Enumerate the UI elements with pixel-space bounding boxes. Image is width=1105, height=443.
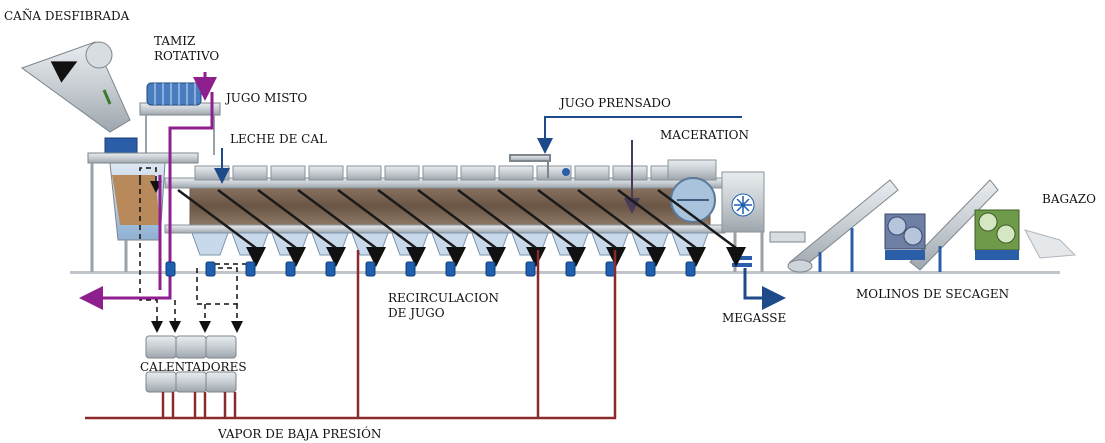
- diffuser-hood: [385, 166, 419, 180]
- diffuser-hood: [613, 166, 647, 180]
- pump-icon: [526, 262, 535, 276]
- label-screen-line2: ROTATIVO: [154, 49, 219, 63]
- diffuser-hood: [271, 166, 305, 180]
- label-recirc-line1: RECIRCULACION: [388, 291, 499, 305]
- diffuser-hood: [195, 166, 229, 180]
- pump-icon: [486, 262, 495, 276]
- label-mills: MOLINOS DE SECAGEN: [856, 287, 1009, 301]
- pump-icon: [566, 262, 575, 276]
- label-maceration: MACERATION: [660, 128, 749, 142]
- dewatering-mills: [770, 180, 1075, 272]
- label-cane: CAÑA DESFIBRADA: [4, 8, 130, 23]
- diffuser-body: [165, 178, 725, 233]
- label-milk-of-lime: LECHE DE CAL: [230, 132, 327, 146]
- label-megasse: MEGASSE: [722, 311, 786, 325]
- label-pressed-juice: JUGO PRENSADO: [558, 96, 671, 110]
- diffuser-hood: [309, 166, 343, 180]
- pump-icon: [366, 262, 375, 276]
- pump-icon: [686, 262, 695, 276]
- diffuser-hood: [461, 166, 495, 180]
- cane-feed-conveyor: [22, 42, 137, 156]
- heater-shell-lower: [176, 372, 206, 392]
- diffuser-hood: [347, 166, 381, 180]
- pump-icon: [606, 262, 615, 276]
- juice-hopper: [192, 233, 228, 255]
- pump-icon: [646, 262, 655, 276]
- label-heaters: CALENTADORES: [140, 360, 247, 374]
- pump-icon: [166, 262, 175, 276]
- heater-shell-lower: [206, 372, 236, 392]
- pump-icon: [246, 262, 255, 276]
- heater-shell-lower: [146, 372, 176, 392]
- ground-line: [70, 271, 1060, 274]
- rotary-screen: [140, 83, 220, 155]
- label-mixed-juice: JUGO MISTO: [224, 91, 307, 105]
- pump-icon: [446, 262, 455, 276]
- low-pressure-steam-lines: [85, 250, 615, 418]
- pump-icon: [206, 262, 215, 276]
- feed-hopper: [88, 153, 198, 272]
- heater-shell: [206, 336, 236, 358]
- pump-icon: [326, 262, 335, 276]
- heater-shell: [146, 336, 176, 358]
- pump-icon: [286, 262, 295, 276]
- diffuser-hood: [499, 166, 533, 180]
- diffuser-hood: [423, 166, 457, 180]
- label-screen-line1: TAMIZ: [154, 34, 195, 48]
- label-recirc-line2: DE JUGO: [388, 306, 445, 320]
- diffuser-hood: [575, 166, 609, 180]
- label-steam: VAPOR DE BAJA PRESIÓN: [217, 425, 381, 441]
- heater-shell: [176, 336, 206, 358]
- label-bagasse: BAGAZO: [1042, 192, 1096, 206]
- pump-icon: [406, 262, 415, 276]
- diffuser-hood: [233, 166, 267, 180]
